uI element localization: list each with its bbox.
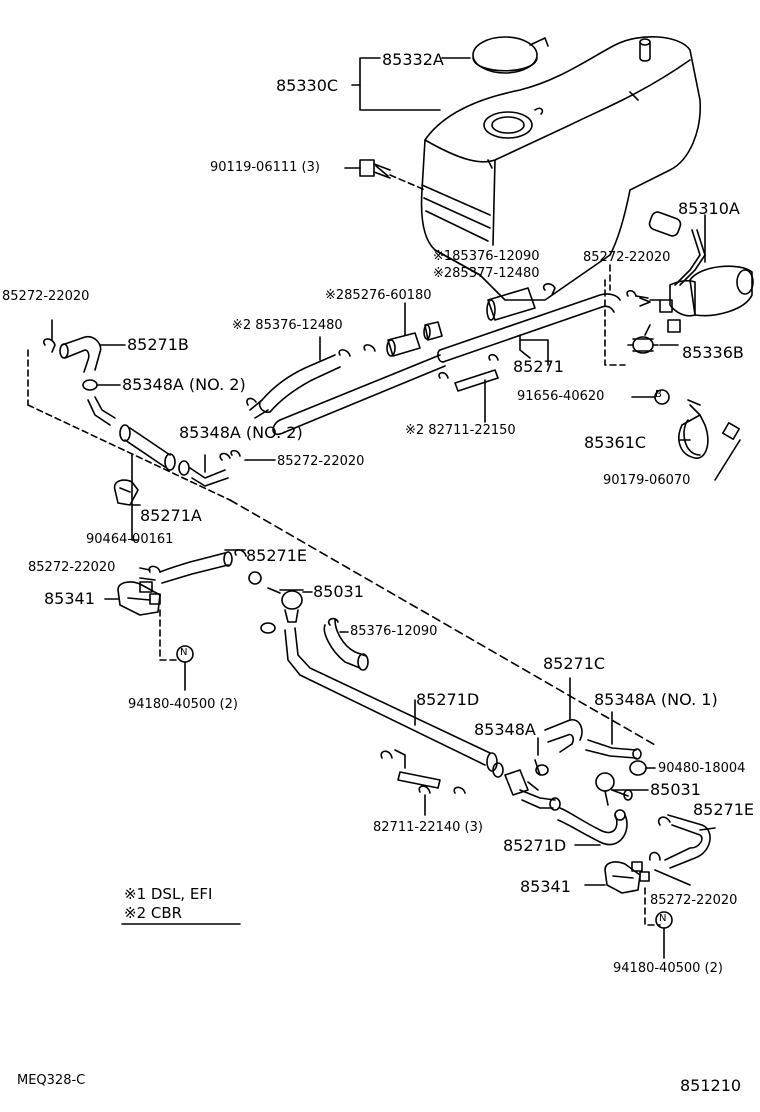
label-94180-40500-a: 94180-40500 (2) [128, 697, 238, 712]
diagram-code: MEQ328-C [17, 1073, 86, 1088]
tee-85031-b [595, 772, 633, 806]
tee-85031-a [248, 571, 304, 623]
label-85348A-no2-b: 85348A (NO. 2) [179, 423, 303, 442]
legend-note-1: ※1 DSL, EFI [124, 885, 213, 903]
label-85276-60180: ※285276-60180 [325, 288, 432, 303]
label-85031-a: 85031 [313, 582, 364, 601]
label-85376-12480: ※2 85376-12480 [232, 318, 343, 333]
label-82711-22150: ※2 82711-22150 [405, 423, 516, 438]
label-85272-22020-lower-right: 85272-22020 [650, 893, 738, 908]
valve-85348A-no1 [585, 739, 642, 760]
label-85272-22020-lower-left: 85272-22020 [28, 560, 116, 575]
clip-85272-upper [542, 283, 649, 299]
label-90464-00161: 90464-00161 [86, 532, 174, 547]
plug-90480 [629, 760, 647, 776]
grommet-85336B [627, 324, 659, 354]
label-85377-12480: ※285377-12480 [433, 266, 540, 281]
label-85272-22020-top-right: 85272-22020 [583, 250, 671, 265]
nut-n-text-a: N [180, 647, 188, 658]
label-85271A: 85271A [140, 506, 202, 525]
label-85272-22020-mid: 85272-22020 [277, 454, 365, 469]
hose-85271D-long [284, 627, 504, 778]
label-85332A: 85332A [382, 50, 444, 69]
label-85376-12090-top: ※185376-12090 [433, 249, 540, 264]
nozzle-85341-b [604, 851, 661, 894]
label-85341-a: 85341 [44, 589, 95, 608]
hose-85271 [437, 293, 621, 363]
label-91656-40620: 91656-40620 [517, 389, 605, 404]
hose-85271A [87, 396, 190, 476]
label-90119-06111: 90119-06111 (3) [210, 160, 320, 175]
label-85031-b: 85031 [650, 780, 701, 799]
tank-cap [472, 36, 549, 74]
label-85348A: 85348A [474, 720, 536, 739]
label-85271E-a: 85271E [246, 546, 308, 565]
check-valve-85348A [504, 759, 549, 796]
tee-lower [519, 789, 561, 811]
page-code: 851210 [680, 1076, 742, 1095]
valve-85348A-no2-b [189, 449, 241, 487]
grommet-90464 [113, 479, 139, 506]
label-85271E-b: 85271E [693, 800, 755, 819]
label-85330C: 85330C [276, 76, 339, 95]
label-90480-18004: 90480-18004 [658, 761, 746, 776]
hose-85271E-a [139, 549, 247, 584]
hose-85376-12090-mid [323, 617, 369, 671]
label-85271D-b: 85271D [503, 836, 567, 855]
washer-tank [420, 36, 701, 301]
label-85271C: 85271C [543, 654, 606, 673]
hose-85377-12480 [486, 287, 536, 321]
connector-85276 [386, 321, 443, 357]
bracket-85361C [678, 404, 740, 459]
label-85310A: 85310A [678, 199, 740, 218]
label-85341-b: 85341 [520, 877, 571, 896]
clamp-82711-22150 [438, 353, 499, 423]
label-85271B: 85271B [127, 335, 189, 354]
label-94180-40500-b: 94180-40500 (2) [613, 961, 723, 976]
nut-n-text-b: N [659, 913, 667, 924]
valve-85348A-no2-a [82, 379, 98, 391]
label-85376-12090-mid: 85376-12090 [350, 624, 438, 639]
label-85348A-no2-a: 85348A (NO. 2) [122, 375, 246, 394]
hose-85271B [43, 335, 102, 373]
clamp-82711-22140 [380, 749, 466, 794]
label-90179-06070: 90179-06070 [603, 473, 691, 488]
legend-note-2: ※2 CBR [124, 904, 183, 922]
label-85272-22020-left: 85272-22020 [2, 289, 90, 304]
hose-85271D-short [557, 807, 628, 846]
label-85336B: 85336B [682, 343, 744, 362]
hose-85271E-b [657, 814, 711, 869]
label-85271D-a: 85271D [416, 690, 480, 709]
clip-mid-a [260, 622, 276, 634]
washer-b-text: B [655, 389, 662, 400]
hose-85271C [544, 719, 583, 753]
clip-upper-mid [338, 344, 376, 357]
label-85361C: 85361C [584, 433, 647, 452]
label-82711-22140: 82711-22140 (3) [373, 820, 483, 835]
bolt-90119 [359, 159, 391, 179]
hose-85376-12480 [246, 354, 341, 419]
nozzle-85341-a [117, 581, 161, 616]
label-85348A-no1: 85348A (NO. 1) [594, 690, 718, 709]
washer-pump [648, 211, 754, 333]
label-85271: 85271 [513, 357, 564, 376]
